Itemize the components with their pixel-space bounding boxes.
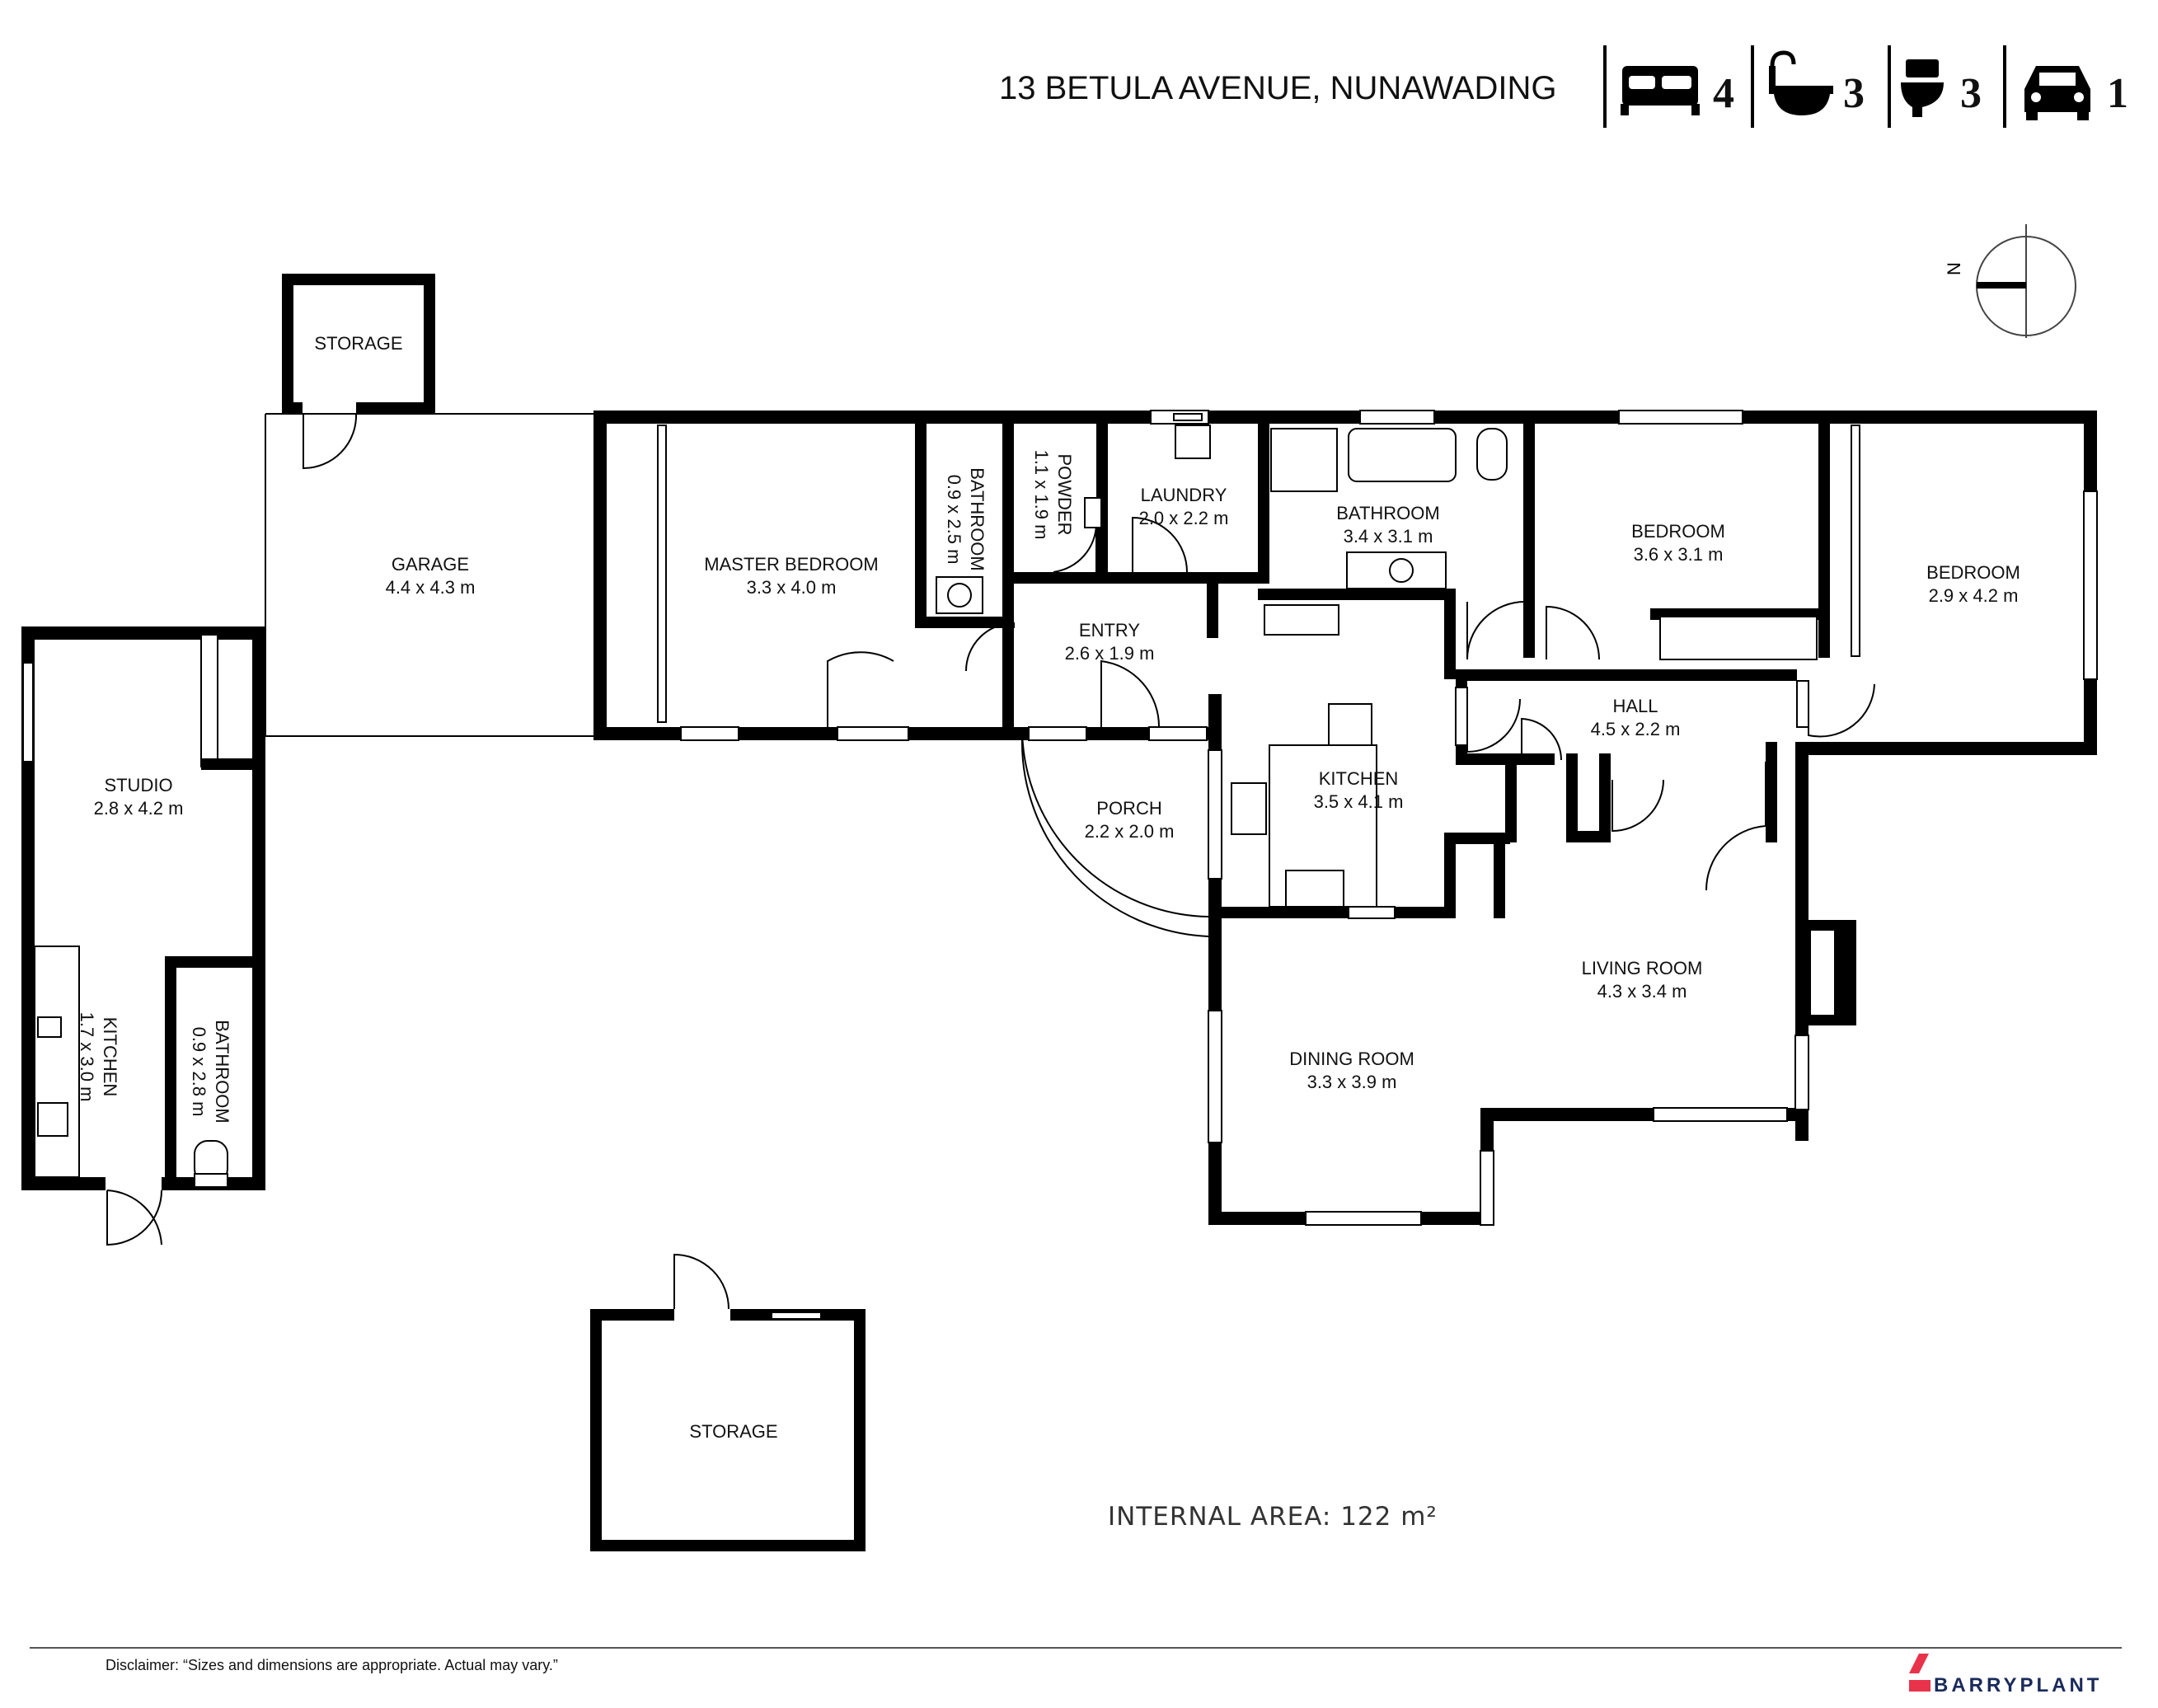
room-dims: 4.5 x 2.2 m xyxy=(1591,719,1681,739)
garage xyxy=(265,413,597,737)
room-label: BEDROOM xyxy=(1631,521,1725,542)
room-label: GARAGE xyxy=(392,554,469,575)
footer-divider xyxy=(30,1647,2122,1649)
room-dims: 1.7 x 3.0 m xyxy=(77,1012,97,1102)
bath-icon xyxy=(1769,50,1833,115)
storage-bottom-door[interactable] xyxy=(673,1253,729,1310)
header-divider xyxy=(2003,45,2006,128)
room-label: LAUNDRY xyxy=(1141,485,1227,505)
laundry-door[interactable] xyxy=(1132,516,1188,573)
room-dims: 0.9 x 2.5 m xyxy=(944,475,964,565)
room-label: KITCHEN xyxy=(100,1017,120,1097)
bedroom-2-door[interactable] xyxy=(1546,605,1600,660)
kitchen-bench-top xyxy=(1264,604,1339,636)
room-label: BATHROOM xyxy=(1336,503,1439,523)
room-labels: STORAGE GARAGE 4.4 x 4.3 m MASTER BEDROO… xyxy=(77,333,2020,1442)
linen-door[interactable] xyxy=(1521,717,1563,761)
room-dims: 3.3 x 3.9 m xyxy=(1307,1072,1397,1092)
room-dims: 3.5 x 4.1 m xyxy=(1314,791,1404,812)
room-dims: 2.0 x 2.2 m xyxy=(1139,508,1229,528)
room-dims: 4.3 x 3.4 m xyxy=(1597,981,1687,1002)
compass-icon: N xyxy=(1944,224,2076,338)
car-icon xyxy=(2024,66,2090,120)
powder-toilet-icon xyxy=(1084,497,1102,528)
entry-door[interactable] xyxy=(1100,659,1161,728)
storage-top xyxy=(282,274,435,470)
room-label: BATHROOM xyxy=(967,467,988,570)
header-divider xyxy=(1603,45,1607,128)
room-dims: 3.3 x 4.0 m xyxy=(747,577,837,598)
bathtub-icon xyxy=(1348,428,1457,482)
toilet-fixture-icon xyxy=(1476,428,1508,481)
porch-arc xyxy=(1021,730,1209,917)
room-label: HALL xyxy=(1612,696,1658,716)
basin-icon xyxy=(1389,558,1414,583)
toilet-icon xyxy=(1901,59,1944,117)
room-label: STORAGE xyxy=(314,333,402,354)
studio-door-arc xyxy=(106,1190,162,1246)
compass-north-label: N xyxy=(1944,262,1964,275)
storage-door[interactable] xyxy=(303,413,358,470)
room-dims: 4.4 x 4.3 m xyxy=(386,577,476,598)
room-dims: 1.1 x 1.9 m xyxy=(1031,450,1052,540)
room-label: LIVING ROOM xyxy=(1582,958,1703,978)
fixtures xyxy=(936,425,1818,908)
header-divider xyxy=(1751,45,1754,128)
cooktop-icon xyxy=(1285,870,1344,908)
laundry-tub-icon xyxy=(1175,425,1211,459)
disclaimer: Disclaimer: “Sizes and dimensions are ap… xyxy=(106,1657,558,1673)
room-dims: 3.6 x 3.1 m xyxy=(1634,544,1724,565)
room-label: BATHROOM xyxy=(212,1020,232,1123)
bed-count: 4 xyxy=(1713,70,1734,117)
car-count: 1 xyxy=(2107,70,2128,117)
bath-count: 3 xyxy=(1843,70,1865,117)
windows xyxy=(657,410,2098,1226)
room-label: POWDER xyxy=(1054,454,1075,536)
internal-area: INTERNAL AREA: 122 m² xyxy=(1108,1502,1438,1532)
room-dims: 0.9 x 2.8 m xyxy=(189,1027,209,1117)
bathroom-door[interactable] xyxy=(1466,601,1526,660)
brand-name: BARRYPLANT xyxy=(1934,1674,2102,1696)
studio xyxy=(21,626,265,1246)
kitchen-sink-icon xyxy=(1231,782,1267,835)
bedroom-3-door[interactable] xyxy=(1808,681,1875,738)
dishwasher xyxy=(1328,703,1372,746)
bed-icon xyxy=(1621,66,1700,115)
shower xyxy=(1270,428,1338,492)
room-label: STORAGE xyxy=(689,1421,777,1442)
room-label: BEDROOM xyxy=(1926,562,2020,583)
room-label: PORCH xyxy=(1096,798,1161,819)
wardrobe xyxy=(1659,616,1818,660)
master-bedroom-door[interactable] xyxy=(827,651,894,727)
hall-door[interactable] xyxy=(1466,698,1521,753)
studio-door[interactable] xyxy=(106,1190,162,1246)
toilet-count: 3 xyxy=(1960,70,1982,117)
brand-mark-icon xyxy=(1909,1654,1929,1673)
ensuite-basin-icon xyxy=(947,583,972,608)
room-dims: 2.9 x 4.2 m xyxy=(1929,585,2019,606)
room-dims: 3.4 x 3.1 m xyxy=(1344,526,1433,547)
header-divider xyxy=(1888,45,1891,128)
address-title: 13 BETULA AVENUE, NUNAWADING xyxy=(999,70,1556,106)
room-label: KITCHEN xyxy=(1319,768,1399,789)
room-label: MASTER BEDROOM xyxy=(704,554,878,575)
porch-arc-outer xyxy=(1020,738,1209,937)
brand-logo: BARRYPLANT xyxy=(1909,1654,2102,1696)
room-label: STUDIO xyxy=(104,775,172,795)
fireplace xyxy=(1808,920,1856,1025)
room-dims: 2.2 x 2.0 m xyxy=(1085,821,1175,842)
cupboard-door[interactable] xyxy=(1611,779,1664,833)
ensuite-door[interactable] xyxy=(965,622,1015,672)
room-label: ENTRY xyxy=(1079,620,1140,640)
doors xyxy=(827,516,1875,937)
room-dims: 2.6 x 1.9 m xyxy=(1065,643,1155,664)
room-dims: 2.8 x 4.2 m xyxy=(94,798,184,819)
living-room-door[interactable] xyxy=(1705,762,1766,891)
storage-bottom xyxy=(590,1253,866,1551)
room-label: DINING ROOM xyxy=(1289,1049,1414,1069)
